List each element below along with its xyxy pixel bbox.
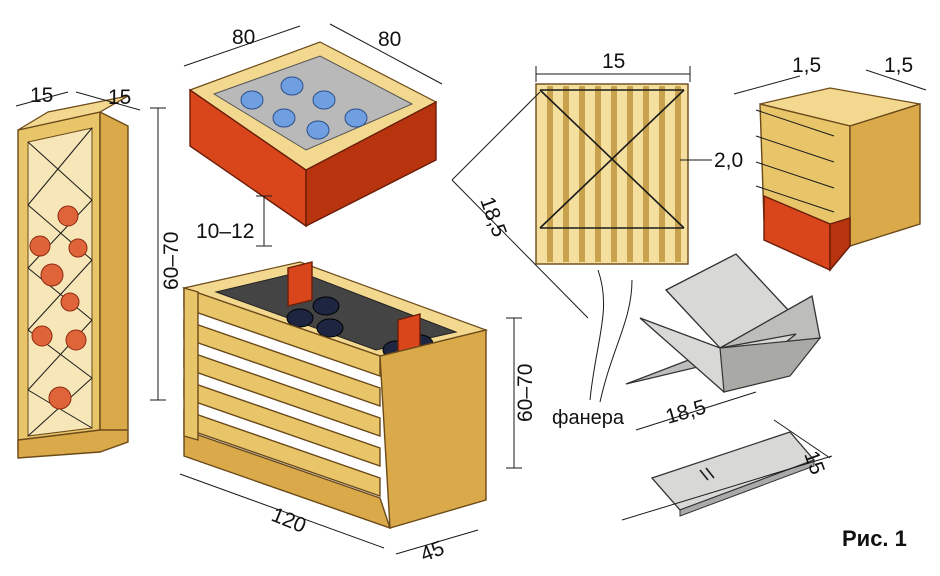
- bin-height-label: 10–12: [196, 220, 254, 243]
- corner-a-label: 1,5: [792, 54, 821, 77]
- figure-caption: Рис. 1: [842, 526, 907, 551]
- shallow-bin: [188, 41, 438, 228]
- crate-length-label: 120: [268, 503, 309, 537]
- slatted-crate: [181, 261, 489, 530]
- rack-depth-label: 15: [108, 86, 131, 109]
- crate-height-label: 60–70: [514, 364, 537, 422]
- bin-length-label: 80: [378, 28, 401, 51]
- panel-slat-label: 2,0: [714, 149, 743, 172]
- rack-height-label: 60–70: [160, 232, 183, 290]
- slatted-panel: [535, 83, 689, 265]
- corner-piece: [755, 87, 921, 272]
- plywood-label: фанера: [552, 407, 625, 429]
- tall-apple-rack: [17, 95, 129, 459]
- panel-width-label: 15: [602, 50, 625, 73]
- bin-width-label: 80: [232, 26, 255, 49]
- plywood-board: [650, 431, 816, 517]
- crate-depth-label: 45: [417, 537, 447, 567]
- rack-width-label: 15: [30, 84, 53, 107]
- plywood-divider: [625, 253, 822, 393]
- panel-diagonal-label: 18,5: [475, 194, 511, 240]
- corner-b-label: 1,5: [884, 54, 913, 77]
- divider-diagonal-label: 18,5: [663, 395, 709, 428]
